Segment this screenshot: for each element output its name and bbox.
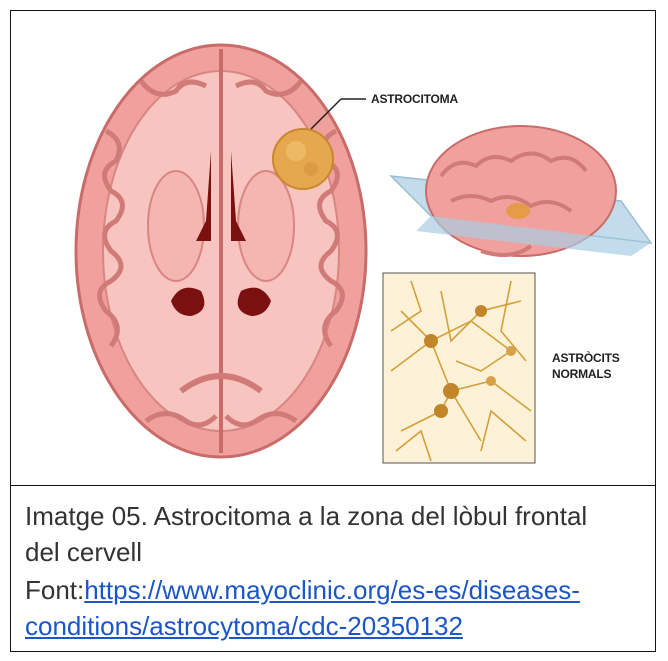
tumor-3d: [506, 203, 530, 219]
caption-title-line1: Imatge 05. Astrocitoma a la zona del lòb…: [25, 498, 587, 534]
astrocytes-micrograph: [383, 273, 535, 463]
brain-illustration: [11, 11, 655, 485]
label-astrocitoma: ASTROCITOMA: [371, 92, 458, 106]
caption-title-line2: del cervell: [25, 534, 142, 570]
caption-source: Font:https://www.mayoclinic.org/es-es/di…: [25, 572, 580, 608]
astrocyte-cell: [424, 334, 438, 348]
caption: Imatge 05. Astrocitoma a la zona del lòb…: [11, 486, 655, 651]
figure-frame: ASTROCITOMA ASTRÒCITS NORMALS Imatge 05.…: [10, 10, 656, 652]
label-astrocits: ASTRÒCITS: [552, 351, 620, 365]
label-normals: NORMALS: [552, 367, 611, 381]
brain-3d-view: [391, 126, 651, 256]
source-link-part2[interactable]: conditions/astrocytoma/cdc-20350132: [25, 611, 463, 641]
caption-source-continued: conditions/astrocytoma/cdc-20350132: [25, 608, 463, 644]
axial-brain-section: [76, 45, 366, 457]
astrocytoma-tumor: [273, 129, 333, 189]
source-link-part1[interactable]: https://www.mayoclinic.org/es-es/disease…: [84, 575, 580, 605]
figure-image: ASTROCITOMA ASTRÒCITS NORMALS: [11, 11, 655, 486]
source-prefix: Font:: [25, 575, 84, 605]
